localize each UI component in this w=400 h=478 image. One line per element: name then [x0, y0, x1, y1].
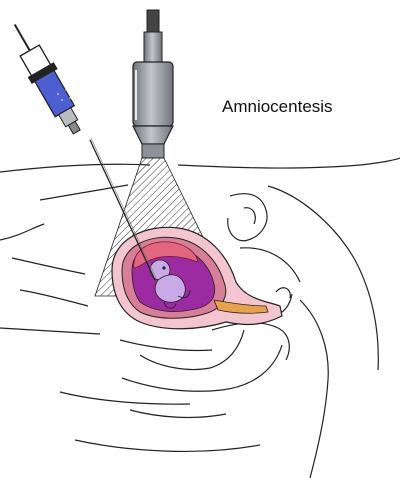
- placenta: [133, 241, 199, 269]
- ultrasound-transducer: [132, 9, 174, 159]
- diagram-title: Amniocentesis: [222, 97, 333, 116]
- syringe-needle: [13, 24, 157, 281]
- cervix: [213, 299, 269, 314]
- fetus: [149, 259, 191, 309]
